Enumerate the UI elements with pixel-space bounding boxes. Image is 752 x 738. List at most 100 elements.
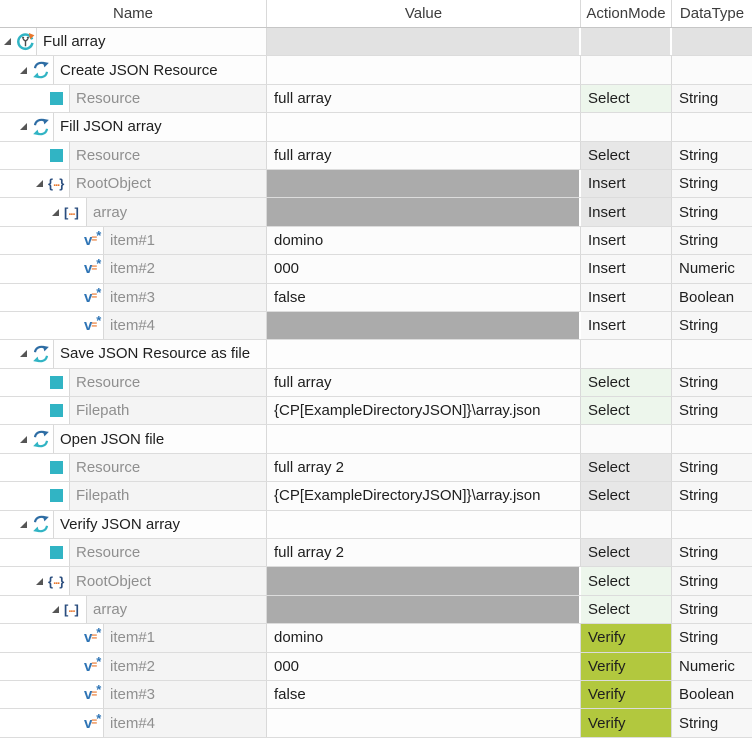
datatype-cell[interactable]: String xyxy=(672,226,752,255)
actionmode-cell[interactable]: Verify xyxy=(581,624,672,652)
value-cell[interactable]: 000 xyxy=(267,652,581,680)
actionmode-cell[interactable]: Select xyxy=(581,567,672,595)
expanded-triangle-icon[interactable] xyxy=(20,350,27,358)
name-cell[interactable]: Resource xyxy=(69,453,266,482)
value-cell[interactable]: full array xyxy=(267,368,581,397)
datatype-cell[interactable]: String xyxy=(672,397,752,425)
expanded-triangle-icon[interactable] xyxy=(36,577,43,585)
datatype-cell[interactable]: String xyxy=(672,169,752,198)
value-cell[interactable]: domino xyxy=(267,226,581,255)
actionmode-cell[interactable] xyxy=(581,56,672,84)
expanded-triangle-icon[interactable] xyxy=(36,180,43,188)
actionmode-cell[interactable]: Insert xyxy=(581,255,672,283)
name-cell[interactable]: item#4 xyxy=(103,311,266,340)
value-cell[interactable] xyxy=(267,595,581,624)
actionmode-cell[interactable]: Insert xyxy=(581,226,672,255)
actionmode-cell[interactable]: Select xyxy=(581,84,672,113)
actionmode-cell[interactable] xyxy=(581,425,672,453)
actionmode-cell[interactable] xyxy=(581,28,672,56)
name-cell[interactable]: item#2 xyxy=(103,255,266,283)
datatype-cell[interactable] xyxy=(672,28,752,56)
actionmode-cell[interactable]: Select xyxy=(581,368,672,397)
expanded-triangle-icon[interactable] xyxy=(20,66,27,74)
value-cell[interactable] xyxy=(267,567,581,595)
name-cell[interactable]: Full array xyxy=(36,28,266,56)
name-cell[interactable]: Open JSON file xyxy=(53,425,266,453)
actionmode-cell[interactable]: Verify xyxy=(581,652,672,680)
name-cell[interactable]: Resource xyxy=(69,84,266,113)
value-cell[interactable] xyxy=(267,709,581,737)
actionmode-cell[interactable]: Insert xyxy=(581,169,672,198)
value-cell[interactable]: full array 2 xyxy=(267,539,581,567)
name-cell[interactable]: Filepath xyxy=(69,397,266,425)
expanded-triangle-icon[interactable] xyxy=(20,123,27,131)
expanded-triangle-icon[interactable] xyxy=(20,520,27,528)
value-cell[interactable] xyxy=(267,510,581,539)
actionmode-cell[interactable]: Select xyxy=(581,482,672,510)
value-cell[interactable] xyxy=(267,340,581,368)
name-cell[interactable]: RootObject xyxy=(69,169,266,198)
datatype-cell[interactable]: String xyxy=(672,141,752,169)
expanded-triangle-icon[interactable] xyxy=(52,208,59,216)
name-cell[interactable]: Resource xyxy=(69,141,266,169)
name-cell[interactable]: Save JSON Resource as file xyxy=(53,340,266,368)
actionmode-cell[interactable]: Insert xyxy=(581,283,672,311)
value-cell[interactable] xyxy=(267,56,581,84)
datatype-cell[interactable]: String xyxy=(672,539,752,567)
value-cell[interactable] xyxy=(267,425,581,453)
value-cell[interactable] xyxy=(267,198,581,226)
datatype-cell[interactable] xyxy=(672,510,752,539)
actionmode-cell[interactable]: Insert xyxy=(581,311,672,340)
actionmode-cell[interactable]: Verify xyxy=(581,709,672,737)
datatype-cell[interactable] xyxy=(672,340,752,368)
actionmode-cell[interactable]: Select xyxy=(581,141,672,169)
column-header-actionmode[interactable]: ActionMode xyxy=(581,0,672,27)
datatype-cell[interactable]: String xyxy=(672,453,752,482)
datatype-cell[interactable]: Boolean xyxy=(672,680,752,709)
name-cell[interactable]: item#1 xyxy=(103,226,266,255)
datatype-cell[interactable]: String xyxy=(672,84,752,113)
column-header-datatype[interactable]: DataType xyxy=(679,5,745,22)
name-cell[interactable]: item#3 xyxy=(103,283,266,311)
name-cell[interactable]: array xyxy=(86,595,266,624)
actionmode-cell[interactable]: Select xyxy=(581,595,672,624)
datatype-cell[interactable]: Boolean xyxy=(672,283,752,311)
value-cell[interactable]: full array xyxy=(267,84,581,113)
name-cell[interactable]: item#3 xyxy=(103,680,266,709)
datatype-cell[interactable]: Numeric xyxy=(672,255,752,283)
expanded-triangle-icon[interactable] xyxy=(52,606,59,613)
value-cell[interactable]: full array 2 xyxy=(267,453,581,482)
name-cell[interactable]: Resource xyxy=(69,368,266,397)
value-cell[interactable]: 000 xyxy=(267,255,581,283)
datatype-cell[interactable]: String xyxy=(672,482,752,510)
datatype-cell[interactable] xyxy=(672,425,752,453)
column-header-value[interactable]: Value xyxy=(267,0,581,27)
value-cell[interactable]: false xyxy=(267,283,581,311)
name-cell[interactable]: item#1 xyxy=(103,624,266,652)
datatype-cell[interactable]: Numeric xyxy=(672,652,752,680)
actionmode-cell[interactable]: Verify xyxy=(581,680,672,709)
value-cell[interactable] xyxy=(267,28,581,56)
name-cell[interactable]: RootObject xyxy=(69,567,266,595)
actionmode-cell[interactable] xyxy=(581,340,672,368)
datatype-cell[interactable]: String xyxy=(672,198,752,226)
name-cell[interactable]: item#2 xyxy=(103,652,266,680)
name-cell[interactable]: item#4 xyxy=(103,709,266,737)
datatype-cell[interactable] xyxy=(672,113,752,141)
datatype-cell[interactable]: String xyxy=(672,595,752,624)
value-cell[interactable]: domino xyxy=(267,624,581,652)
actionmode-cell[interactable]: Insert xyxy=(581,198,672,226)
name-cell[interactable]: Verify JSON array xyxy=(53,510,266,539)
value-cell[interactable]: full array xyxy=(267,141,581,169)
value-cell[interactable]: false xyxy=(267,680,581,709)
actionmode-cell[interactable]: Select xyxy=(581,539,672,567)
name-cell[interactable]: Create JSON Resource xyxy=(53,56,266,84)
actionmode-cell[interactable] xyxy=(581,510,672,539)
datatype-cell[interactable]: String xyxy=(672,624,752,652)
actionmode-cell[interactable]: Select xyxy=(581,397,672,425)
datatype-cell[interactable] xyxy=(672,56,752,84)
expanded-triangle-icon[interactable] xyxy=(4,38,11,46)
actionmode-cell[interactable]: Select xyxy=(581,453,672,482)
actionmode-cell[interactable] xyxy=(581,113,672,141)
datatype-cell[interactable]: String xyxy=(672,311,752,340)
